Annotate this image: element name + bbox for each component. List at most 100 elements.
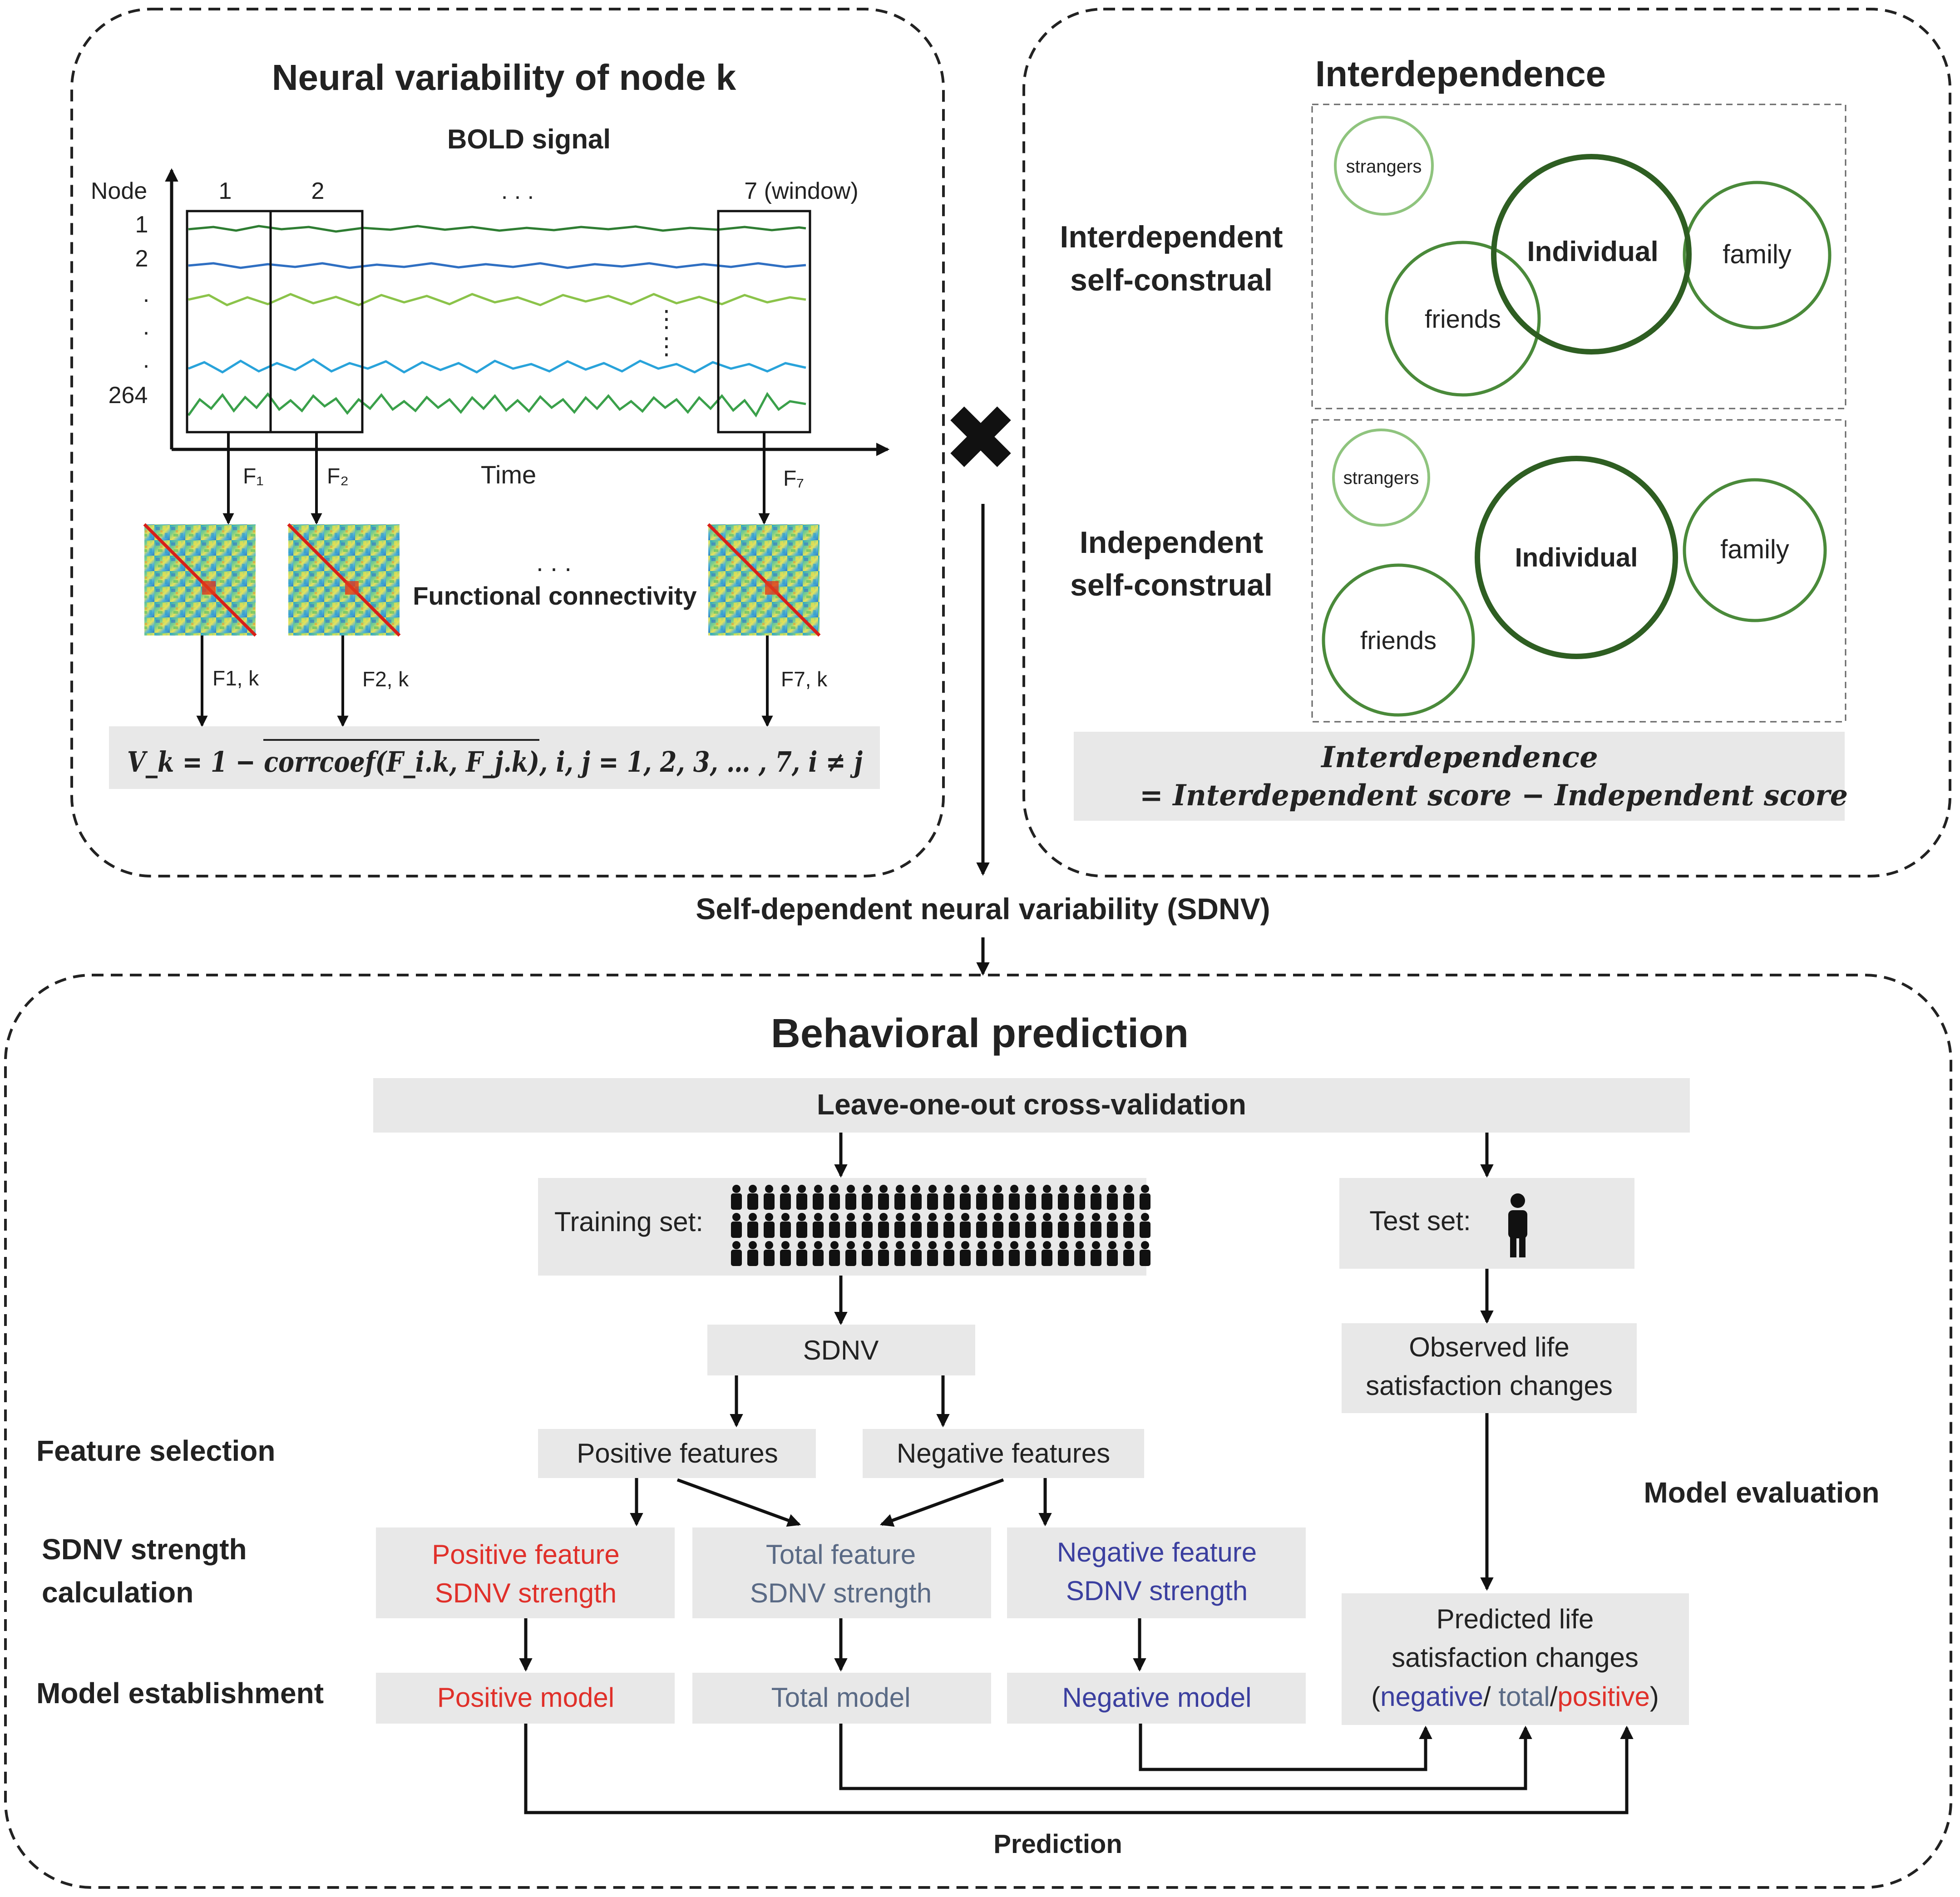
connector-positive-model bbox=[524, 1724, 1634, 1814]
positive-features-box bbox=[538, 1429, 816, 1478]
panel-neural-variability bbox=[70, 8, 945, 877]
bold-signal-node-2 bbox=[188, 262, 806, 269]
circle-family bbox=[1683, 478, 1827, 622]
window-label: 7 (window) bbox=[744, 178, 858, 204]
circle-friends bbox=[1385, 241, 1541, 397]
positive-strength-box bbox=[376, 1527, 675, 1618]
node-label: . bbox=[143, 281, 149, 307]
window-label: 2 bbox=[311, 178, 325, 204]
negative-strength-label: SDNV strength bbox=[1066, 1576, 1248, 1606]
f2-label: F₂ bbox=[327, 464, 349, 488]
sdnv-box bbox=[707, 1325, 975, 1375]
node-label: 2 bbox=[135, 246, 148, 272]
bold-signal-label: BOLD signal bbox=[447, 124, 611, 154]
positive-model-label: Positive model bbox=[437, 1682, 614, 1713]
sdnv-box-label: SDNV bbox=[803, 1335, 879, 1365]
circle-friends bbox=[1322, 563, 1475, 717]
positive-strength-label: Positive feature bbox=[432, 1539, 620, 1570]
total-model-box bbox=[692, 1673, 991, 1724]
predicted-box bbox=[1342, 1593, 1689, 1725]
negative-model-box bbox=[1007, 1673, 1306, 1724]
circle-individual bbox=[1491, 154, 1692, 355]
observed-box bbox=[1342, 1323, 1637, 1413]
row-label-feature-selection: Feature selection bbox=[36, 1434, 275, 1467]
circle-individual bbox=[1475, 456, 1678, 659]
predicted-label: Predicted life bbox=[1437, 1604, 1594, 1634]
fc-ellipsis: . . . bbox=[536, 548, 572, 576]
negative-features-box bbox=[863, 1429, 1144, 1478]
window-label: 1 bbox=[219, 178, 232, 204]
interdependent-label: self-construal bbox=[1070, 263, 1273, 297]
negative-strength-label: Negative feature bbox=[1057, 1537, 1257, 1567]
label-family: family bbox=[1720, 535, 1789, 564]
bold-signal-node-1 bbox=[188, 225, 806, 233]
panel2-title: Interdependence bbox=[1315, 54, 1606, 94]
node-label: 1 bbox=[135, 212, 148, 238]
predicted-model-list: (negative/ total/positive) bbox=[1371, 1681, 1659, 1712]
observed-label: Observed life bbox=[1409, 1332, 1570, 1362]
predicted-label: satisfaction changes bbox=[1392, 1642, 1639, 1673]
bold-signal-node-4 bbox=[188, 358, 806, 374]
sdnv-label: Self-dependent neural variability (SDNV) bbox=[696, 892, 1270, 926]
arrow-neg-to-total bbox=[879, 1478, 1004, 1527]
f1k-label: F1, k bbox=[212, 666, 259, 690]
node-label: . bbox=[143, 314, 149, 340]
loocv-label: Leave-one-out cross-validation bbox=[817, 1088, 1246, 1121]
positive-strength-label: SDNV strength bbox=[435, 1578, 617, 1608]
total-model-label: Total model bbox=[771, 1682, 911, 1713]
panel3-title: Behavioral prediction bbox=[771, 1011, 1189, 1056]
interdependence-formula-line2: = Interdependent score − Independent sco… bbox=[1140, 779, 1848, 813]
label-strangers: strangers bbox=[1343, 468, 1419, 488]
multiply-icon: ✖ bbox=[943, 388, 1019, 489]
test-set-label: Test set: bbox=[1369, 1206, 1471, 1236]
fc-label: Functional connectivity bbox=[413, 581, 696, 610]
vertical-ellipsis: ⋮ bbox=[655, 306, 678, 332]
label-friends: friends bbox=[1360, 626, 1437, 655]
fc-matrix-2 bbox=[287, 523, 401, 637]
vertical-ellipsis: ⋮ bbox=[655, 333, 678, 360]
person-icon bbox=[1508, 1193, 1527, 1257]
f7k-label: F7, k bbox=[781, 667, 828, 691]
row-label-model-establishment: Model establishment bbox=[36, 1677, 324, 1710]
loocv-box bbox=[373, 1078, 1690, 1133]
independent-frame bbox=[1311, 419, 1846, 723]
panel-interdependence bbox=[1022, 8, 1951, 877]
window-label: . . . bbox=[501, 178, 534, 204]
interdependence-formula-line1: Interdependence bbox=[1320, 740, 1598, 774]
row-label-strength: SDNV strength bbox=[42, 1533, 247, 1566]
row-label-strength: calculation bbox=[42, 1576, 193, 1609]
arrow-pos-to-total bbox=[676, 1478, 801, 1527]
f2k-label: F2, k bbox=[362, 667, 409, 691]
bold-signal-node-3 bbox=[188, 293, 806, 306]
training-set-label: Training set: bbox=[554, 1207, 703, 1237]
time-label: Time bbox=[481, 460, 536, 489]
panel-behavioral-prediction bbox=[4, 974, 1952, 1889]
circle-strangers bbox=[1332, 429, 1430, 527]
row-label-model-evaluation: Model evaluation bbox=[1644, 1476, 1879, 1509]
connector-total-model bbox=[839, 1724, 1532, 1790]
panel1-title: Neural variability of node k bbox=[272, 57, 736, 98]
fc-matrix-7 bbox=[707, 523, 821, 637]
total-strength-box bbox=[692, 1527, 991, 1618]
node-axis-label: Node bbox=[91, 178, 147, 204]
negative-features-label: Negative features bbox=[897, 1438, 1110, 1468]
label-family: family bbox=[1723, 240, 1791, 269]
prediction-label: Prediction bbox=[993, 1829, 1122, 1859]
total-strength-label: SDNV strength bbox=[750, 1578, 932, 1608]
circle-strangers bbox=[1334, 116, 1434, 216]
f1-label: F₁ bbox=[243, 464, 264, 488]
independent-label: self-construal bbox=[1070, 568, 1273, 602]
bold-signal-node-264 bbox=[187, 392, 806, 418]
circle-family bbox=[1683, 181, 1832, 330]
positive-features-label: Positive features bbox=[577, 1438, 778, 1468]
interdependent-frame bbox=[1311, 103, 1846, 409]
negative-strength-box bbox=[1007, 1527, 1306, 1618]
connector-negative-model bbox=[1139, 1724, 1432, 1771]
node-label: . bbox=[143, 347, 149, 373]
label-individual: Individual bbox=[1515, 543, 1638, 572]
label-individual: Individual bbox=[1527, 236, 1658, 267]
negative-model-label: Negative model bbox=[1062, 1682, 1252, 1713]
label-friends: friends bbox=[1425, 305, 1501, 333]
independent-label: Independent bbox=[1080, 525, 1263, 560]
